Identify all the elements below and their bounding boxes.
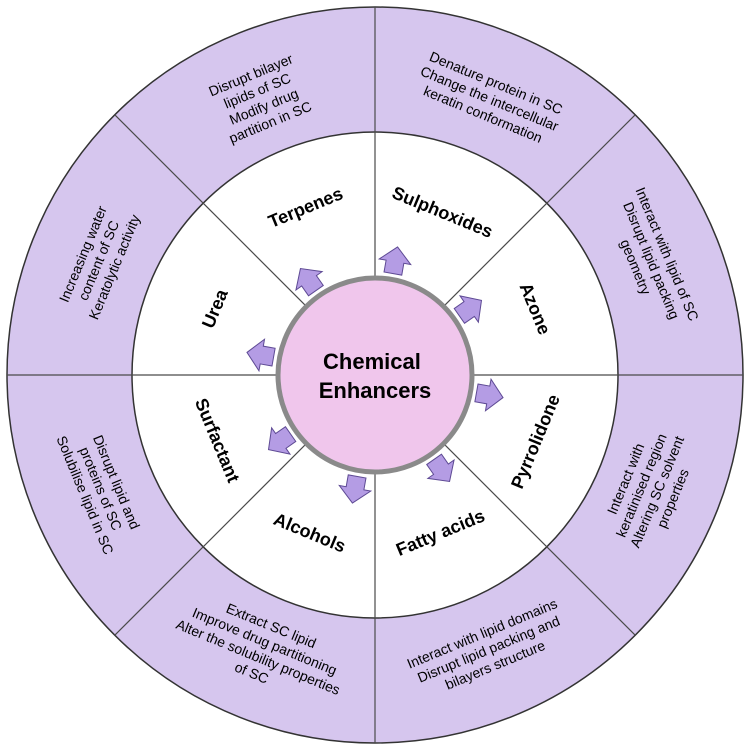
outward-arrow — [267, 426, 297, 455]
arrows — [246, 246, 504, 504]
outward-arrow — [246, 338, 276, 373]
segment-divider-3 — [443, 443, 636, 636]
outward-arrow — [453, 295, 483, 324]
segment-dividers — [7, 7, 743, 743]
outward-arrow — [426, 453, 455, 483]
center-title-line-2: Enhancers — [319, 378, 432, 403]
outward-arrow — [474, 377, 504, 412]
segment-divider-1 — [443, 114, 636, 307]
center-title-line-1: Chemical — [323, 349, 421, 374]
segment-divider-5 — [114, 443, 307, 636]
center-circle — [275, 275, 475, 475]
outward-arrow — [338, 474, 373, 504]
svg-text:Chemical Enhancers: Chemical Enhancers — [319, 349, 432, 403]
outward-arrow — [295, 267, 324, 297]
outward-arrow — [377, 246, 412, 276]
segment-divider-7 — [114, 114, 307, 307]
